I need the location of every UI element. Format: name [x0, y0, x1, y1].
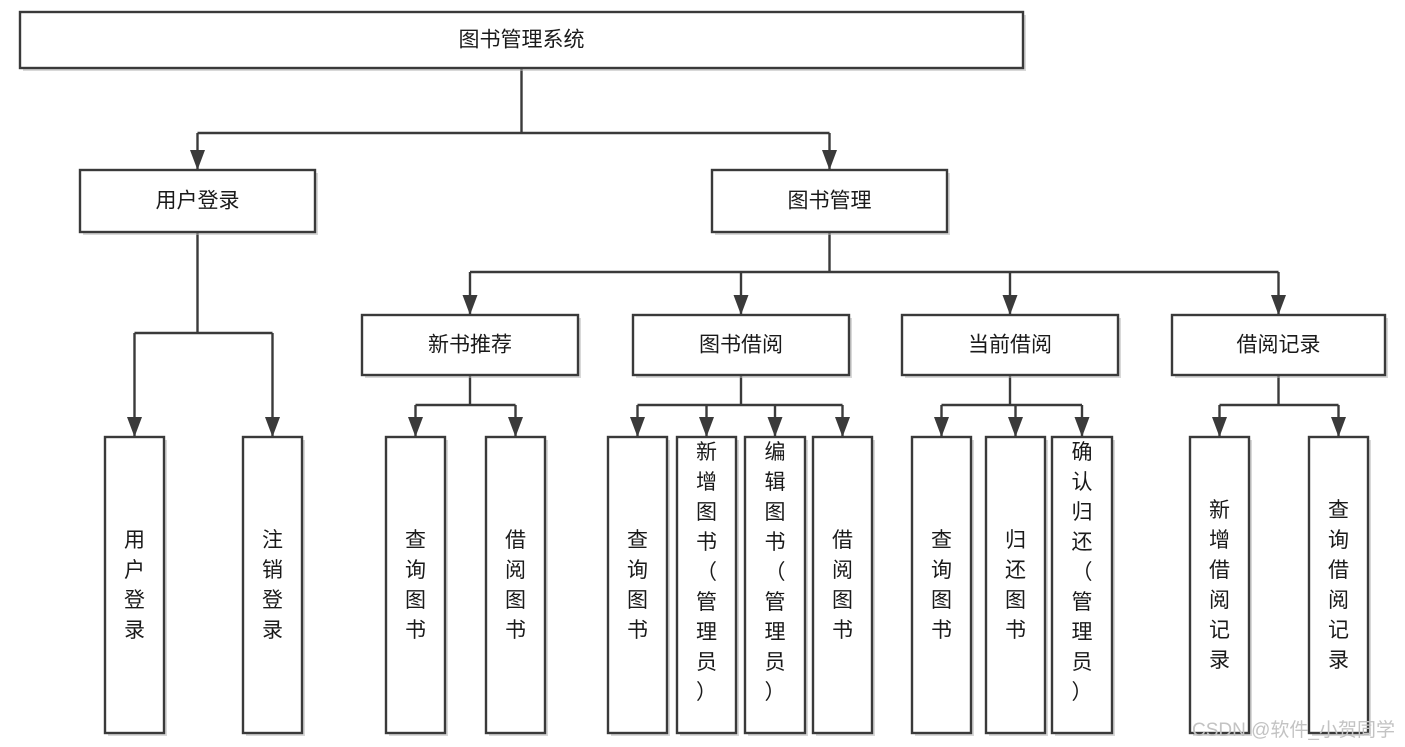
node-rect[interactable] [631, 313, 851, 377]
arrow-head [1002, 295, 1018, 315]
node-label: 当前借阅 [968, 334, 1052, 357]
node-rect[interactable] [1050, 435, 1114, 735]
arrow-head [767, 417, 783, 437]
node-rect[interactable] [910, 435, 973, 735]
node-label: 编辑图书（管理员） [765, 441, 786, 704]
node-rect[interactable] [360, 313, 580, 377]
node-rect[interactable] [984, 435, 1047, 735]
node-label: 查询图书 [405, 529, 426, 642]
node-rect[interactable] [18, 10, 1025, 70]
csdn-watermark: CSDN @软件_小贺同学 [1192, 719, 1395, 741]
arrow-head [127, 417, 142, 437]
node-label: 借阅图书 [505, 529, 526, 642]
arrow-head [508, 417, 523, 437]
node-rect[interactable] [675, 435, 738, 735]
node-label: 图书借阅 [699, 334, 783, 357]
node-label: 图书管理 [788, 190, 872, 213]
node-bookmgmt[interactable]: 图书管理 [710, 168, 950, 235]
node-record[interactable]: 借阅记录 [1170, 313, 1388, 378]
node-c2[interactable]: 归还图书 [984, 435, 1048, 736]
node-label: 查询借阅记录 [1328, 499, 1349, 672]
node-l2[interactable]: 注销登录 [241, 435, 305, 736]
node-label: 用户登录 [124, 529, 145, 642]
node-c3[interactable]: 确认归还（管理员） [1050, 435, 1115, 736]
node-label: 新增借阅记录 [1209, 499, 1230, 672]
node-rect[interactable] [1307, 435, 1370, 735]
node-n1[interactable]: 查询图书 [384, 435, 448, 736]
node-r2[interactable]: 查询借阅记录 [1307, 435, 1371, 736]
node-rect[interactable] [900, 313, 1120, 377]
node-rect[interactable] [1188, 435, 1251, 735]
node-newbook[interactable]: 新书推荐 [360, 313, 581, 378]
node-n2[interactable]: 借阅图书 [484, 435, 548, 736]
node-rect[interactable] [811, 435, 874, 735]
node-label: 查询图书 [931, 529, 952, 642]
arrow-head [462, 295, 478, 315]
node-label: 新增图书（管理员） [696, 441, 717, 704]
arrow-head [822, 150, 837, 170]
node-label: 借阅记录 [1237, 334, 1321, 357]
nodes-layer: 图书管理系统用户登录图书管理新书推荐图书借阅当前借阅借阅记录用户登录注销登录查询… [18, 10, 1388, 736]
arrow-head [630, 417, 645, 437]
node-label: 图书管理系统 [459, 29, 585, 52]
node-label: 用户登录 [156, 190, 240, 213]
node-rect[interactable] [78, 168, 317, 234]
connectors-layer [127, 68, 1346, 437]
node-label: 借阅图书 [832, 529, 853, 642]
node-rect[interactable] [1170, 313, 1387, 377]
arrow-head [1331, 417, 1346, 437]
node-rect[interactable] [710, 168, 949, 234]
arrow-head [733, 295, 749, 315]
node-borrow[interactable]: 图书借阅 [631, 313, 852, 378]
node-l1[interactable]: 用户登录 [103, 435, 167, 736]
node-current[interactable]: 当前借阅 [900, 313, 1121, 378]
node-b1[interactable]: 查询图书 [606, 435, 670, 736]
node-root[interactable]: 图书管理系统 [18, 10, 1026, 71]
node-label: 查询图书 [627, 529, 648, 642]
node-r1[interactable]: 新增借阅记录 [1188, 435, 1252, 736]
node-rect[interactable] [743, 435, 807, 735]
arrow-head [934, 417, 949, 437]
node-login[interactable]: 用户登录 [78, 168, 318, 235]
arrow-head [1008, 417, 1023, 437]
node-rect[interactable] [384, 435, 447, 735]
arrow-head [835, 417, 850, 437]
node-label: 新书推荐 [428, 334, 512, 357]
arrow-head [408, 417, 423, 437]
arrow-head [265, 417, 280, 437]
node-rect[interactable] [606, 435, 669, 735]
arrow-head [1271, 295, 1286, 315]
node-label: 归还图书 [1005, 529, 1026, 642]
arrow-head [699, 417, 714, 437]
node-label: 确认归还（管理员） [1072, 441, 1093, 704]
node-rect[interactable] [241, 435, 304, 735]
node-b3[interactable]: 编辑图书（管理员） [743, 435, 808, 736]
arrow-head [1074, 417, 1090, 437]
arrow-head [1212, 417, 1227, 437]
node-c1[interactable]: 查询图书 [910, 435, 974, 736]
node-b4[interactable]: 借阅图书 [811, 435, 875, 736]
node-label: 注销登录 [262, 529, 283, 642]
arrow-head [190, 150, 205, 170]
node-rect[interactable] [103, 435, 166, 735]
node-rect[interactable] [484, 435, 547, 735]
node-b2[interactable]: 新增图书（管理员） [675, 435, 739, 736]
